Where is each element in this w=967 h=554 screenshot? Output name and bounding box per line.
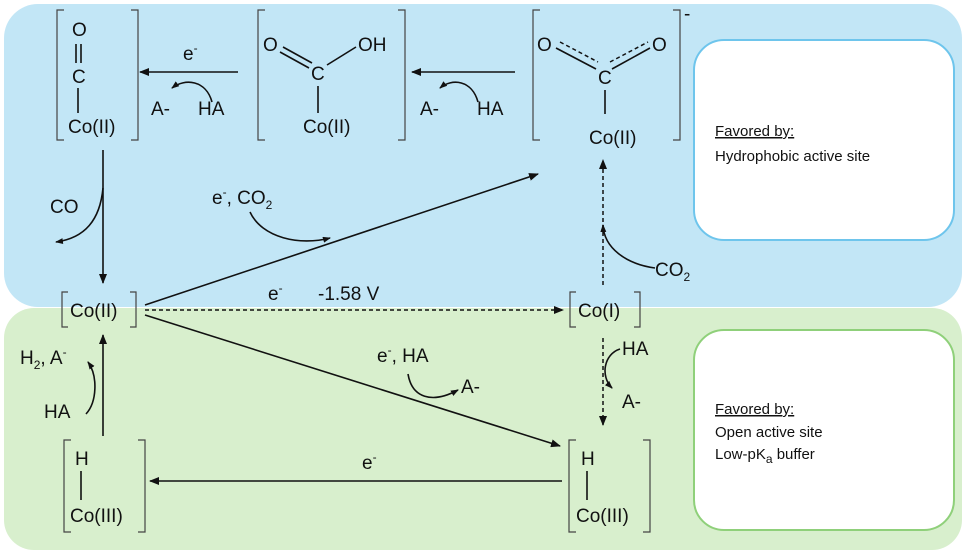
cobalt-hydride-left: H Co(III)	[63, 439, 146, 533]
cobalt-carbonyl-complex: O C Co(II)	[56, 9, 139, 141]
top-favored-heading: Favored by:	[715, 123, 794, 140]
e-label-1: e-	[183, 41, 198, 65]
cobalt-carboxylic-complex: O OH C Co(II)	[257, 9, 406, 141]
cobalt-carboxylate-complex: - O O C Co(II)	[532, 4, 690, 149]
bottom-favored-box: Favored by: Open active site Low-pKa buf…	[693, 329, 955, 531]
cobalt-hydride-right: H Co(III)	[568, 439, 651, 533]
top-favored-line: Hydrophobic active site	[715, 148, 870, 165]
bottom-favored-line2: Low-pKa buffer	[715, 446, 815, 466]
e-co2-label: e-, CO2	[212, 185, 273, 212]
ha-label-3: HA	[622, 339, 649, 360]
e-ha-label: e-, HA	[377, 343, 429, 367]
cobalt-ii-label: Co(II)	[70, 301, 118, 322]
a-minus-label-2: A-	[420, 99, 439, 120]
hydride-right-h: H	[581, 449, 595, 470]
arrow-co-i-to-carboxylate: CO2	[599, 159, 691, 285]
carbonyl-metal: Co(II)	[68, 117, 116, 138]
e-label-reduction: e-	[268, 281, 283, 305]
top-favored-box: Favored by: Hydrophobic active site	[693, 39, 955, 241]
arrow-co-ii-to-carboxylate: e-, CO2	[144, 173, 539, 306]
carboxylate-o-left: O	[537, 35, 552, 56]
cobalt-i-label: Co(I)	[578, 301, 620, 322]
arrow-carboxylic-to-carbonyl: e- A- HA	[139, 41, 238, 120]
carboxylic-c: C	[311, 64, 325, 85]
arrow-hydride-to-co-ii: H2, A- HA	[20, 334, 107, 436]
e-label-bottom: e-	[362, 450, 377, 474]
hydride-left-h: H	[75, 449, 89, 470]
carboxylic-metal: Co(II)	[303, 117, 351, 138]
co2-label-right: CO2	[655, 260, 691, 284]
arrow-co-release: CO	[50, 150, 107, 284]
carboxylate-o-right: O	[652, 35, 667, 56]
bottom-favored-line1: Open active site	[715, 424, 823, 441]
ha-label-2: HA	[477, 99, 504, 120]
a-minus-label-1: A-	[151, 99, 170, 120]
carboxylate-metal: Co(II)	[589, 128, 637, 149]
carboxylate-charge: -	[684, 4, 690, 25]
potential-label: -1.58 V	[318, 284, 380, 305]
cobalt-ii-complex: Co(II)	[61, 291, 137, 328]
bottom-favored-heading: Favored by:	[715, 401, 794, 418]
a-minus-label-3: A-	[461, 377, 480, 398]
arrow-co-ii-to-hydride: e-, HA A-	[144, 314, 561, 448]
a-minus-label-4: A-	[622, 392, 641, 413]
carboxylic-oh: OH	[358, 35, 387, 56]
carbonyl-o: O	[72, 20, 87, 41]
co-label: CO	[50, 197, 79, 218]
hydride-left-metal: Co(III)	[70, 506, 123, 527]
arrow-co-ii-to-co-i: e- -1.58 V	[145, 281, 564, 314]
carbonyl-c: C	[72, 67, 86, 88]
arrow-hydride-right-to-left: e-	[149, 450, 562, 485]
ha-label-4: HA	[44, 402, 71, 423]
carboxylate-c: C	[598, 68, 612, 89]
hydride-right-metal: Co(III)	[576, 506, 629, 527]
arrow-carboxylate-to-carboxylic: A- HA	[411, 68, 515, 120]
h2-a-label: H2, A-	[20, 345, 67, 372]
carboxylic-o: O	[263, 35, 278, 56]
arrow-co-i-to-hydride: HA A-	[599, 338, 649, 426]
ha-label-1: HA	[198, 99, 225, 120]
cobalt-i-complex: Co(I)	[569, 291, 641, 328]
